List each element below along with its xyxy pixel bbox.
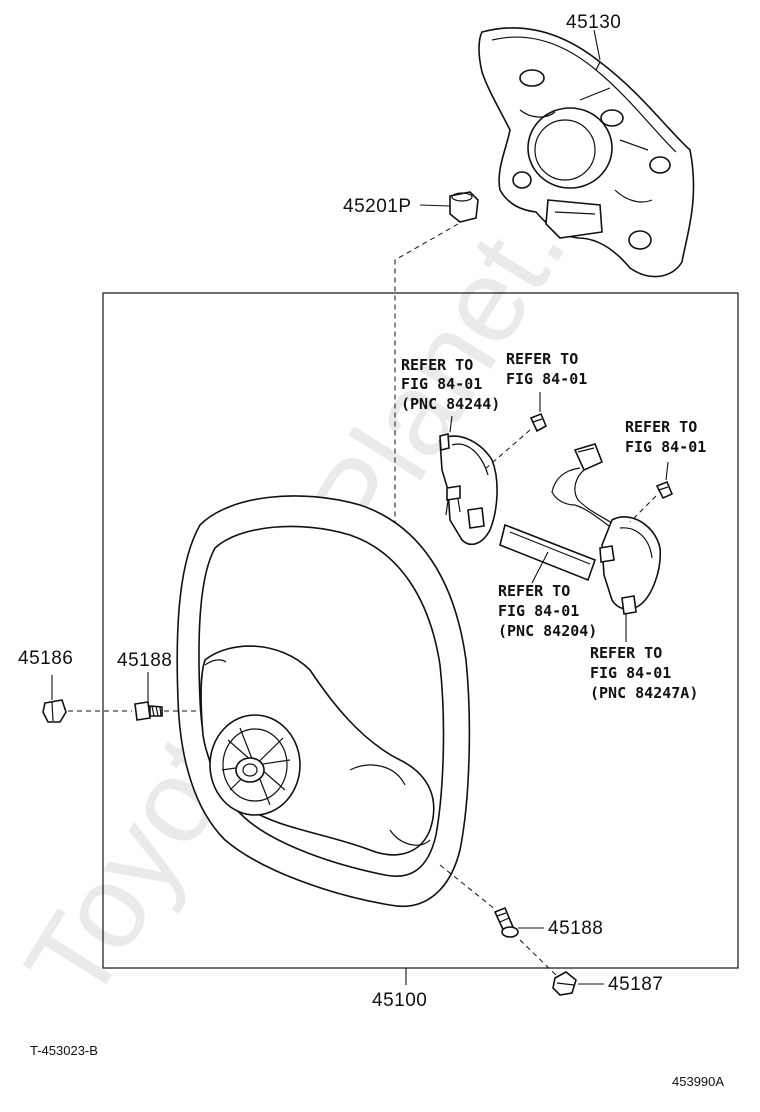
diagram-code: T-453023-B	[30, 1043, 98, 1058]
cap-45186[interactable]	[42, 675, 67, 723]
cable-strip-84204[interactable]	[499, 523, 597, 584]
svg-text:REFER TO: REFER TO	[498, 582, 570, 600]
assembly-frame	[102, 292, 739, 969]
screw2-dashed-guide	[629, 495, 657, 523]
part-number-45188-left[interactable]: 45188	[117, 650, 172, 671]
screw-45188-right[interactable]	[493, 906, 544, 938]
cap-right-dashed-guide	[519, 939, 557, 976]
svg-text:FIG 84-01: FIG 84-01	[625, 438, 706, 456]
part-number-45130[interactable]: 45130	[566, 12, 621, 33]
svg-text:(PNC 84247A): (PNC 84247A)	[590, 684, 698, 702]
part-number-45188-right[interactable]: 45188	[548, 918, 603, 939]
svg-text:REFER TO: REFER TO	[625, 418, 697, 436]
switch-84247A[interactable]	[551, 443, 662, 642]
ref-text-84204: REFER TO FIG 84-01 (PNC 84204)	[498, 582, 597, 640]
ref-text-screw-1: REFER TO FIG 84-01	[506, 350, 587, 388]
ref-text-screw-2: REFER TO FIG 84-01	[625, 418, 706, 456]
steering-wheel-45100[interactable]	[176, 495, 471, 907]
nut-45201P[interactable]	[419, 191, 479, 223]
part-number-45186[interactable]: 45186	[18, 648, 73, 669]
screw-right-dashed-guide	[439, 864, 497, 911]
part-number-45100[interactable]: 45100	[372, 990, 427, 1011]
screw1-dashed-guide	[483, 429, 531, 471]
figure-code: 453990A	[672, 1074, 724, 1089]
svg-text:FIG 84-01: FIG 84-01	[401, 375, 482, 393]
switch-84244[interactable]	[439, 415, 498, 546]
airbag-pad-45130[interactable]	[478, 27, 695, 278]
svg-text:(PNC 84244): (PNC 84244)	[401, 395, 500, 413]
ref-text-84247A: REFER TO FIG 84-01 (PNC 84247A)	[590, 644, 698, 702]
screw-45188-left[interactable]	[134, 672, 163, 721]
switch-screw-2[interactable]	[655, 461, 674, 500]
switch-screw-1[interactable]	[529, 392, 548, 433]
svg-text:FIG 84-01: FIG 84-01	[506, 370, 587, 388]
svg-text:REFER TO: REFER TO	[506, 350, 578, 368]
ref-text-84244: REFER TO FIG 84-01 (PNC 84244)	[401, 356, 500, 413]
svg-text:REFER TO: REFER TO	[401, 356, 473, 374]
part-number-45201P[interactable]: 45201P	[343, 196, 412, 217]
cap-45187[interactable]	[552, 971, 604, 996]
svg-text:FIG 84-01: FIG 84-01	[590, 664, 671, 682]
svg-text:REFER TO: REFER TO	[590, 644, 662, 662]
part-number-45187[interactable]: 45187	[608, 974, 663, 995]
svg-text:(PNC 84204): (PNC 84204)	[498, 622, 597, 640]
svg-text:FIG 84-01: FIG 84-01	[498, 602, 579, 620]
